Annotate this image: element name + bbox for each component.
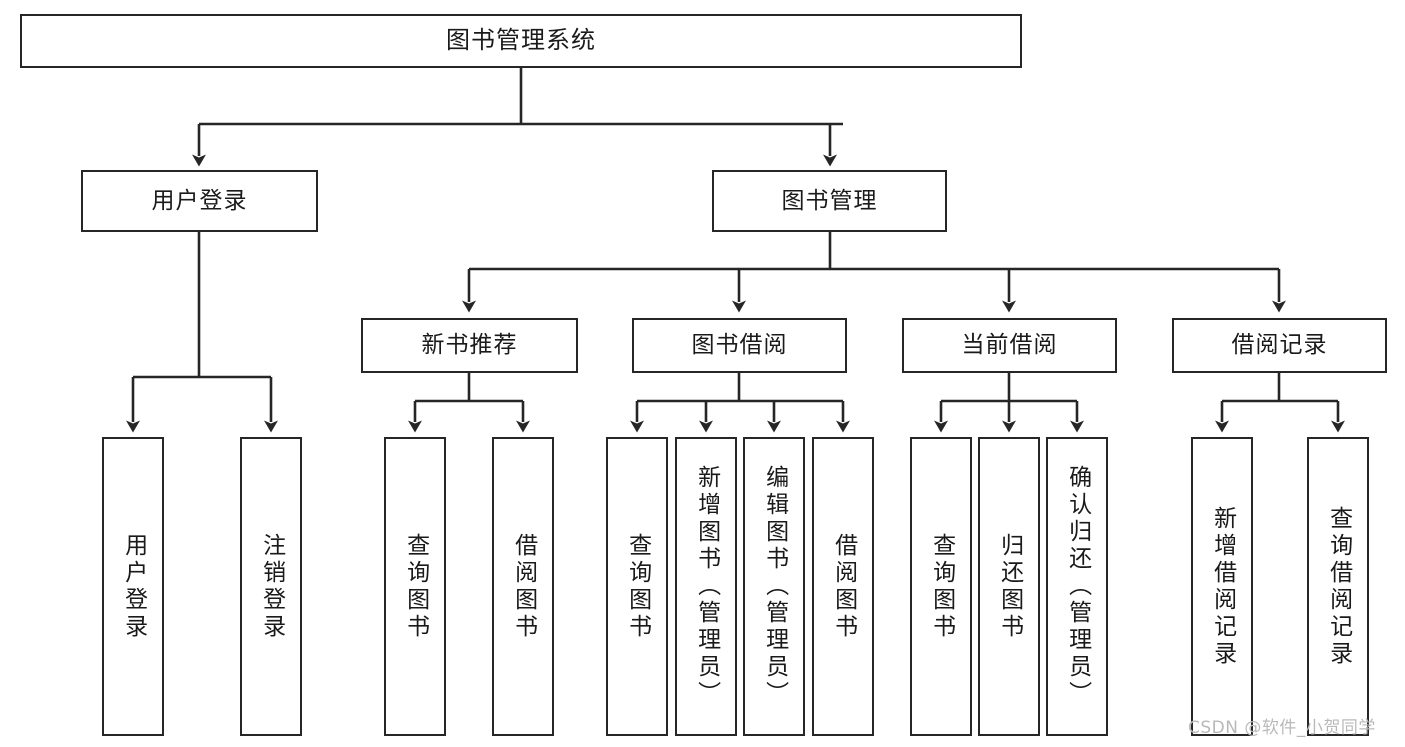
node-label: 新增借阅记录	[1209, 505, 1236, 668]
edges-userlogin-to-leaves	[126, 232, 278, 433]
leaf-borrow-book-borrowing[interactable]: 借阅图书	[812, 437, 874, 736]
edges-bookborrow-to-leaves	[630, 373, 850, 433]
edges-currentborrow-to-leaves	[934, 373, 1084, 433]
edges-bookmanage-to-level3	[462, 232, 1286, 313]
leaf-return-book[interactable]: 归还图书	[978, 437, 1040, 736]
node-book-borrowing[interactable]: 图书借阅	[632, 318, 847, 373]
node-label: 借阅记录	[1231, 332, 1328, 359]
node-label: 当前借阅	[961, 332, 1058, 359]
node-new-book-recommendation[interactable]: 新书推荐	[361, 318, 578, 373]
leaf-query-book-recommendation[interactable]: 查询图书	[384, 437, 446, 736]
node-label: 图书管理	[781, 187, 878, 214]
node-label: 借阅图书	[510, 532, 537, 641]
node-label: 新增图书（管理员）	[693, 465, 720, 708]
node-label: 编辑图书（管理员）	[761, 465, 788, 708]
csdn-watermark: CSDN @软件_小贺同学	[1188, 718, 1376, 738]
leaf-add-book-admin[interactable]: 新增图书（管理员）	[675, 437, 737, 736]
node-label: 查询图书	[928, 532, 955, 641]
node-borrowing-record[interactable]: 借阅记录	[1172, 318, 1387, 373]
leaf-logout[interactable]: 注销登录	[240, 437, 302, 736]
node-label: 图书借阅	[691, 332, 788, 359]
leaf-add-borrowing-record[interactable]: 新增借阅记录	[1191, 437, 1253, 736]
node-root-book-management-system[interactable]: 图书管理系统	[20, 14, 1022, 68]
node-label: 借阅图书	[830, 532, 857, 641]
node-user-login[interactable]: 用户登录	[81, 170, 318, 232]
node-label: 查询图书	[624, 532, 651, 641]
node-label: 新书推荐	[421, 332, 518, 359]
leaf-confirm-return-admin[interactable]: 确认归还（管理员）	[1046, 437, 1108, 736]
node-label: 用户登录	[151, 187, 248, 214]
node-label: 查询借阅记录	[1325, 505, 1352, 668]
leaf-borrow-book-recommendation[interactable]: 借阅图书	[492, 437, 554, 736]
edges-root-to-level2	[192, 68, 843, 167]
leaf-query-borrowing-record[interactable]: 查询借阅记录	[1307, 437, 1369, 736]
leaf-user-login[interactable]: 用户登录	[102, 437, 164, 736]
node-current-borrowing[interactable]: 当前借阅	[902, 318, 1117, 373]
node-book-management[interactable]: 图书管理	[712, 170, 947, 232]
node-label: 归还图书	[996, 532, 1023, 641]
node-label: 注销登录	[258, 532, 285, 641]
node-label: 图书管理系统	[446, 26, 596, 55]
edges-borrowrecord-to-leaves	[1215, 373, 1345, 433]
leaf-edit-book-admin[interactable]: 编辑图书（管理员）	[743, 437, 805, 736]
edges-newbook-to-leaves	[408, 373, 530, 433]
leaf-query-book-current[interactable]: 查询图书	[910, 437, 972, 736]
leaf-query-book-borrowing[interactable]: 查询图书	[606, 437, 668, 736]
node-label: 查询图书	[402, 532, 429, 641]
node-label: 确认归还（管理员）	[1064, 465, 1091, 708]
node-label: 用户登录	[120, 532, 147, 641]
